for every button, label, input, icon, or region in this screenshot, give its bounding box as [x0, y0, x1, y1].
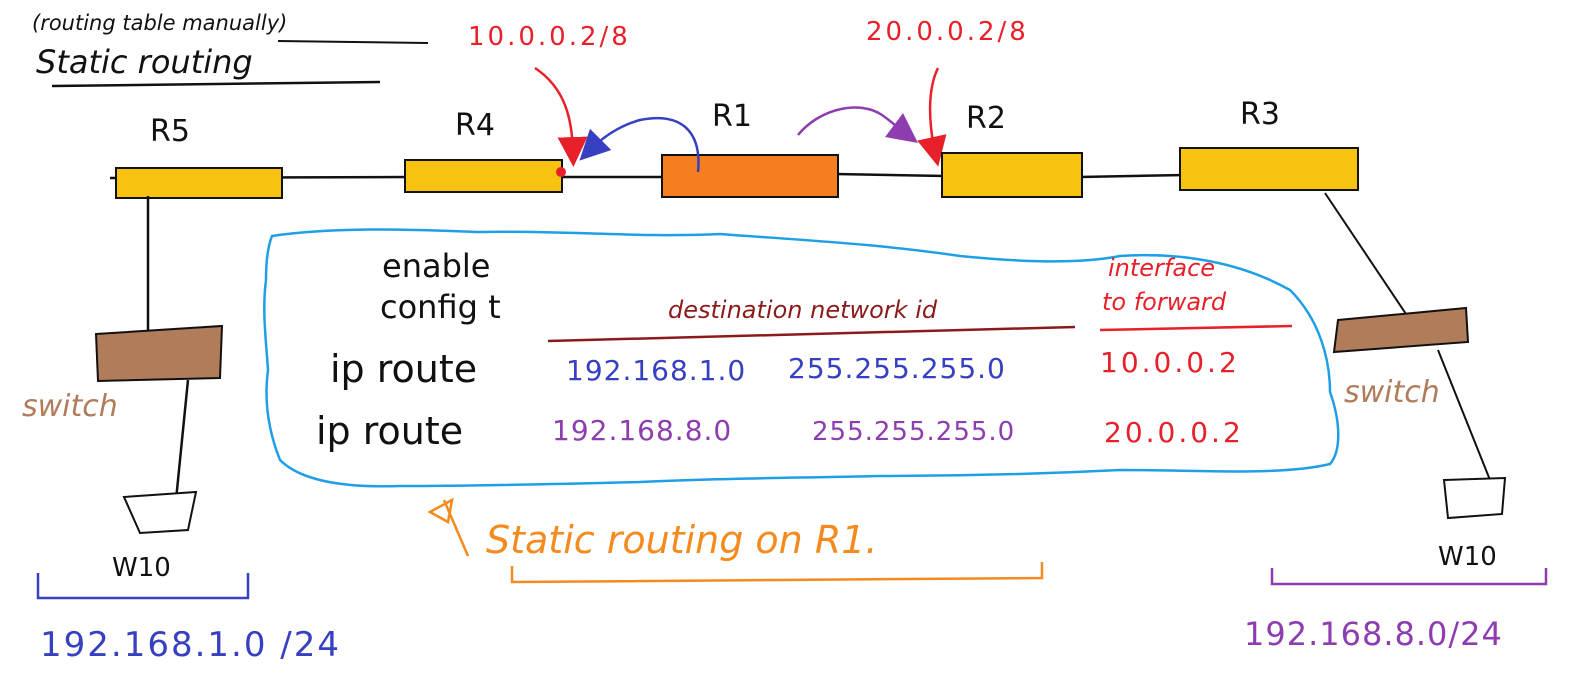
switch-right[interactable]: switch — [1332, 306, 1470, 410]
router-r4[interactable]: R4 — [404, 108, 566, 193]
router-r1[interactable]: R1 — [661, 99, 839, 198]
host-right[interactable]: W10 — [1438, 476, 1507, 572]
route1-command: ip route — [330, 347, 477, 391]
switch-left[interactable]: switch — [22, 324, 224, 424]
link-switch-left-host — [174, 379, 190, 501]
router-r5-box — [115, 167, 283, 199]
config-cloud-outline — [263, 228, 1340, 488]
footer-note-text: Static routing on R1. — [486, 518, 878, 562]
dest-network-header: destination network id — [668, 296, 938, 324]
host-right-icon — [1442, 476, 1507, 520]
r2-interface-ip-label: 20.0.0.2/8 — [866, 17, 1029, 47]
link-r3-switch — [1324, 192, 1411, 321]
route1-next-hop: 10.0.0.2 — [1100, 346, 1240, 379]
router-r5[interactable]: R5 — [115, 114, 283, 199]
route1-mask: 255.255.255.0 — [788, 352, 1006, 385]
route2-network: 192.168.8.0 — [552, 414, 732, 447]
network-right-bracket — [1270, 568, 1548, 586]
network-left-bracket — [36, 573, 250, 600]
router-r1-label: R1 — [712, 99, 752, 134]
host-right-label: W10 — [1438, 542, 1497, 572]
host-left[interactable]: W10 — [112, 490, 198, 583]
config-enable-text: enable — [382, 247, 490, 285]
r4-interface-pointer-arrow — [534, 66, 588, 167]
host-left-icon — [122, 490, 198, 535]
link-switch-right-host — [1437, 349, 1491, 481]
route1-network: 192.168.1.0 — [566, 354, 746, 387]
interface-header-underline — [1099, 324, 1293, 332]
r1-to-r2-route-arrow — [797, 106, 918, 144]
router-r4-box — [404, 159, 563, 193]
switch-left-label: switch — [22, 389, 118, 424]
header-subtitle-underline — [277, 40, 429, 44]
route2-next-hop: 20.0.0.2 — [1104, 416, 1244, 449]
network-left-label: 192.168.1.0 /24 — [40, 625, 341, 665]
interface-header-line2: to forward — [1102, 288, 1227, 316]
router-r2[interactable]: R2 — [941, 101, 1083, 198]
r1-to-r4-route-arrow — [579, 116, 700, 173]
r4-interface-dot — [556, 167, 566, 177]
router-r4-label: R4 — [455, 108, 495, 143]
router-r2-label: R2 — [966, 101, 1006, 136]
router-r1-box — [661, 154, 839, 198]
header-subtitle: (routing table manually) — [32, 11, 287, 35]
switch-right-box — [1332, 306, 1470, 354]
interface-header-line1: interface — [1108, 254, 1215, 282]
router-r5-label: R5 — [150, 114, 190, 149]
route2-command: ip route — [316, 409, 463, 453]
router-r3-box — [1179, 147, 1359, 191]
r2-interface-pointer-arrow — [917, 67, 947, 167]
config-t-text: config t — [380, 288, 501, 326]
switch-right-label: switch — [1344, 375, 1440, 410]
link-r1-r2 — [834, 172, 946, 178]
footer-note-marker — [427, 497, 470, 557]
host-left-label: W10 — [112, 553, 171, 583]
network-right-label: 192.168.8.0/24 — [1244, 615, 1503, 653]
header-title-underline — [51, 80, 381, 88]
router-r3[interactable]: R3 — [1179, 97, 1359, 191]
router-r2-box — [941, 152, 1083, 198]
route2-mask: 255.255.255.0 — [812, 417, 1015, 447]
switch-left-box — [94, 324, 224, 383]
router-r3-label: R3 — [1240, 97, 1280, 132]
r4-interface-ip-label: 10.0.0.2/8 — [468, 22, 631, 52]
header-title: Static routing — [36, 43, 253, 81]
dest-network-underline — [547, 325, 1076, 343]
link-r2-r3 — [1079, 173, 1186, 179]
footer-note-bracket — [510, 562, 1044, 584]
